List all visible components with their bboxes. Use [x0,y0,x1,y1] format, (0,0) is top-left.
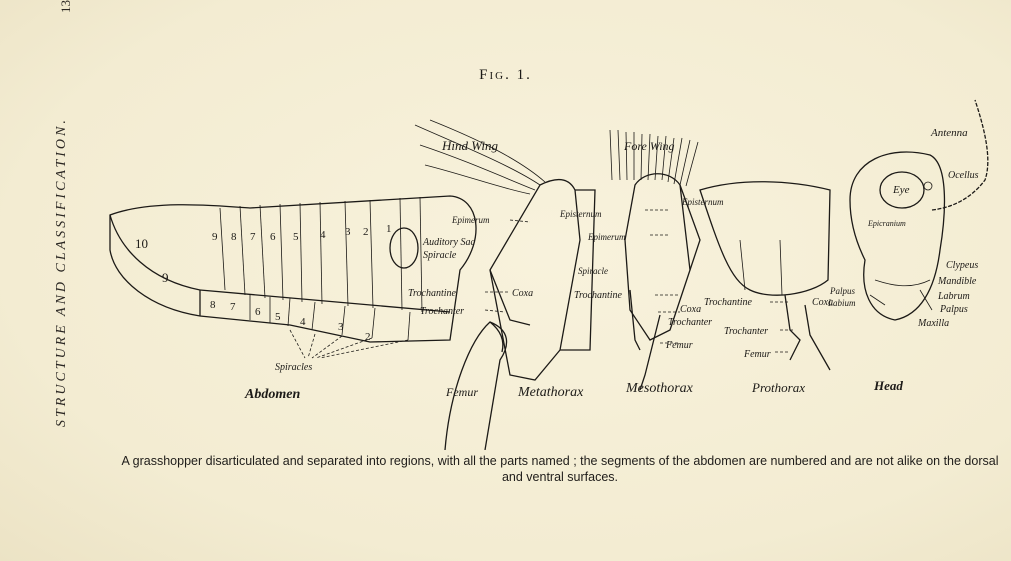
label-palpus: Palpus [939,304,968,315]
ventral-seg-4: 4 [300,316,306,328]
ventral-seg-8: 8 [210,299,216,311]
label-eye: Eye [892,184,910,196]
dorsal-seg-9: 9 [212,231,218,243]
label-spiracle: Spiracle [578,266,608,276]
label-trochanter2: Trochanter [668,317,712,328]
label-trochantine: Trochantine [408,288,457,299]
dorsal-seg-5: 5 [293,231,299,243]
dorsal-seg-2: 2 [363,226,369,238]
region-mesothorax: Mesothorax [625,381,694,396]
label-episternum2: Episternum [681,197,724,207]
region-metathorax: Metathorax [517,385,584,400]
label-episternum: Episternum [559,209,602,219]
label-labium: Labium [827,298,856,308]
ventral-seg-3: 3 [338,321,344,333]
abdomen-drawing: 10 9 9 8 7 6 5 4 3 2 1 8 7 6 5 4 3 2 Spi… [109,195,477,402]
label-coxa3: Coxa [812,297,833,308]
label-trochantine2: Trochantine [574,290,623,301]
dorsal-seg-1: 1 [386,223,392,235]
label-fore-wing: Fore Wing [623,139,675,153]
label-epimerum2: Epimerum [587,232,626,242]
dorsal-seg-3: 3 [345,226,351,238]
label-palpus2: Palpus [829,286,855,296]
mesothorax-drawing: Fore Wing Episternum Epimerum Spiracle T… [559,129,724,396]
grasshopper-diagram: 10 9 9 8 7 6 5 4 3 2 1 8 7 6 5 4 3 2 Spi… [109,99,989,450]
dorsal-seg-7: 7 [250,231,256,243]
region-prothorax: Prothorax [751,380,805,395]
metathorax-drawing: Hind Wing Epimerum Trochantine Trochante… [408,119,596,450]
label-epicranium: Epicranium [867,219,906,228]
prothorax-drawing: Trochantine Coxa Trochanter Femur Protho… [699,181,833,395]
label-epimerum: Epimerum [451,215,490,225]
ventral-seg-9: 9 [162,270,169,285]
dorsal-seg-4: 4 [320,229,326,241]
label-labrum: Labrum [937,291,970,302]
label-coxa2: Coxa [680,304,701,315]
region-abdomen: Abdomen [244,387,300,402]
running-head: STRUCTURE AND CLASSIFICATION. [54,117,69,428]
page-number: 13 [58,0,73,13]
ventral-seg-7: 7 [230,301,236,313]
label-trochanter3: Trochanter [724,326,768,337]
label-ocellus: Ocellus [948,170,979,181]
label-femur: Femur [445,385,478,399]
label-femur3: Femur [743,349,771,360]
label-coxa: Coxa [512,288,533,299]
ventral-seg-5: 5 [275,311,281,323]
label-mandible: Mandible [937,276,977,287]
label-trochanter: Trochanter [420,306,464,317]
figure-title: Fig. 1. [479,67,532,83]
region-head: Head [873,378,903,393]
label-auditory-sac: Auditory Sac [422,237,475,248]
label-trochantine3: Trochantine [704,297,753,308]
label-femur2: Femur [665,340,693,351]
figure-caption: A grasshopper disarticulated and separat… [121,454,999,484]
label-maxilla: Maxilla [917,318,949,329]
dorsal-seg-10: 10 [135,236,148,251]
ventral-seg-6: 6 [255,306,261,318]
dorsal-seg-8: 8 [231,231,237,243]
label-antenna: Antenna [930,127,968,139]
head-drawing: Antenna Ocellus Eye Epicranium Clypeus M… [827,99,989,393]
dorsal-seg-6: 6 [270,231,276,243]
label-spiracles: Spiracles [275,362,312,373]
ventral-seg-2: 2 [365,331,371,343]
label-auditory-spiracle: Spiracle [423,250,457,261]
label-clypeus: Clypeus [946,260,978,271]
label-hind-wing: Hind Wing [441,138,498,153]
